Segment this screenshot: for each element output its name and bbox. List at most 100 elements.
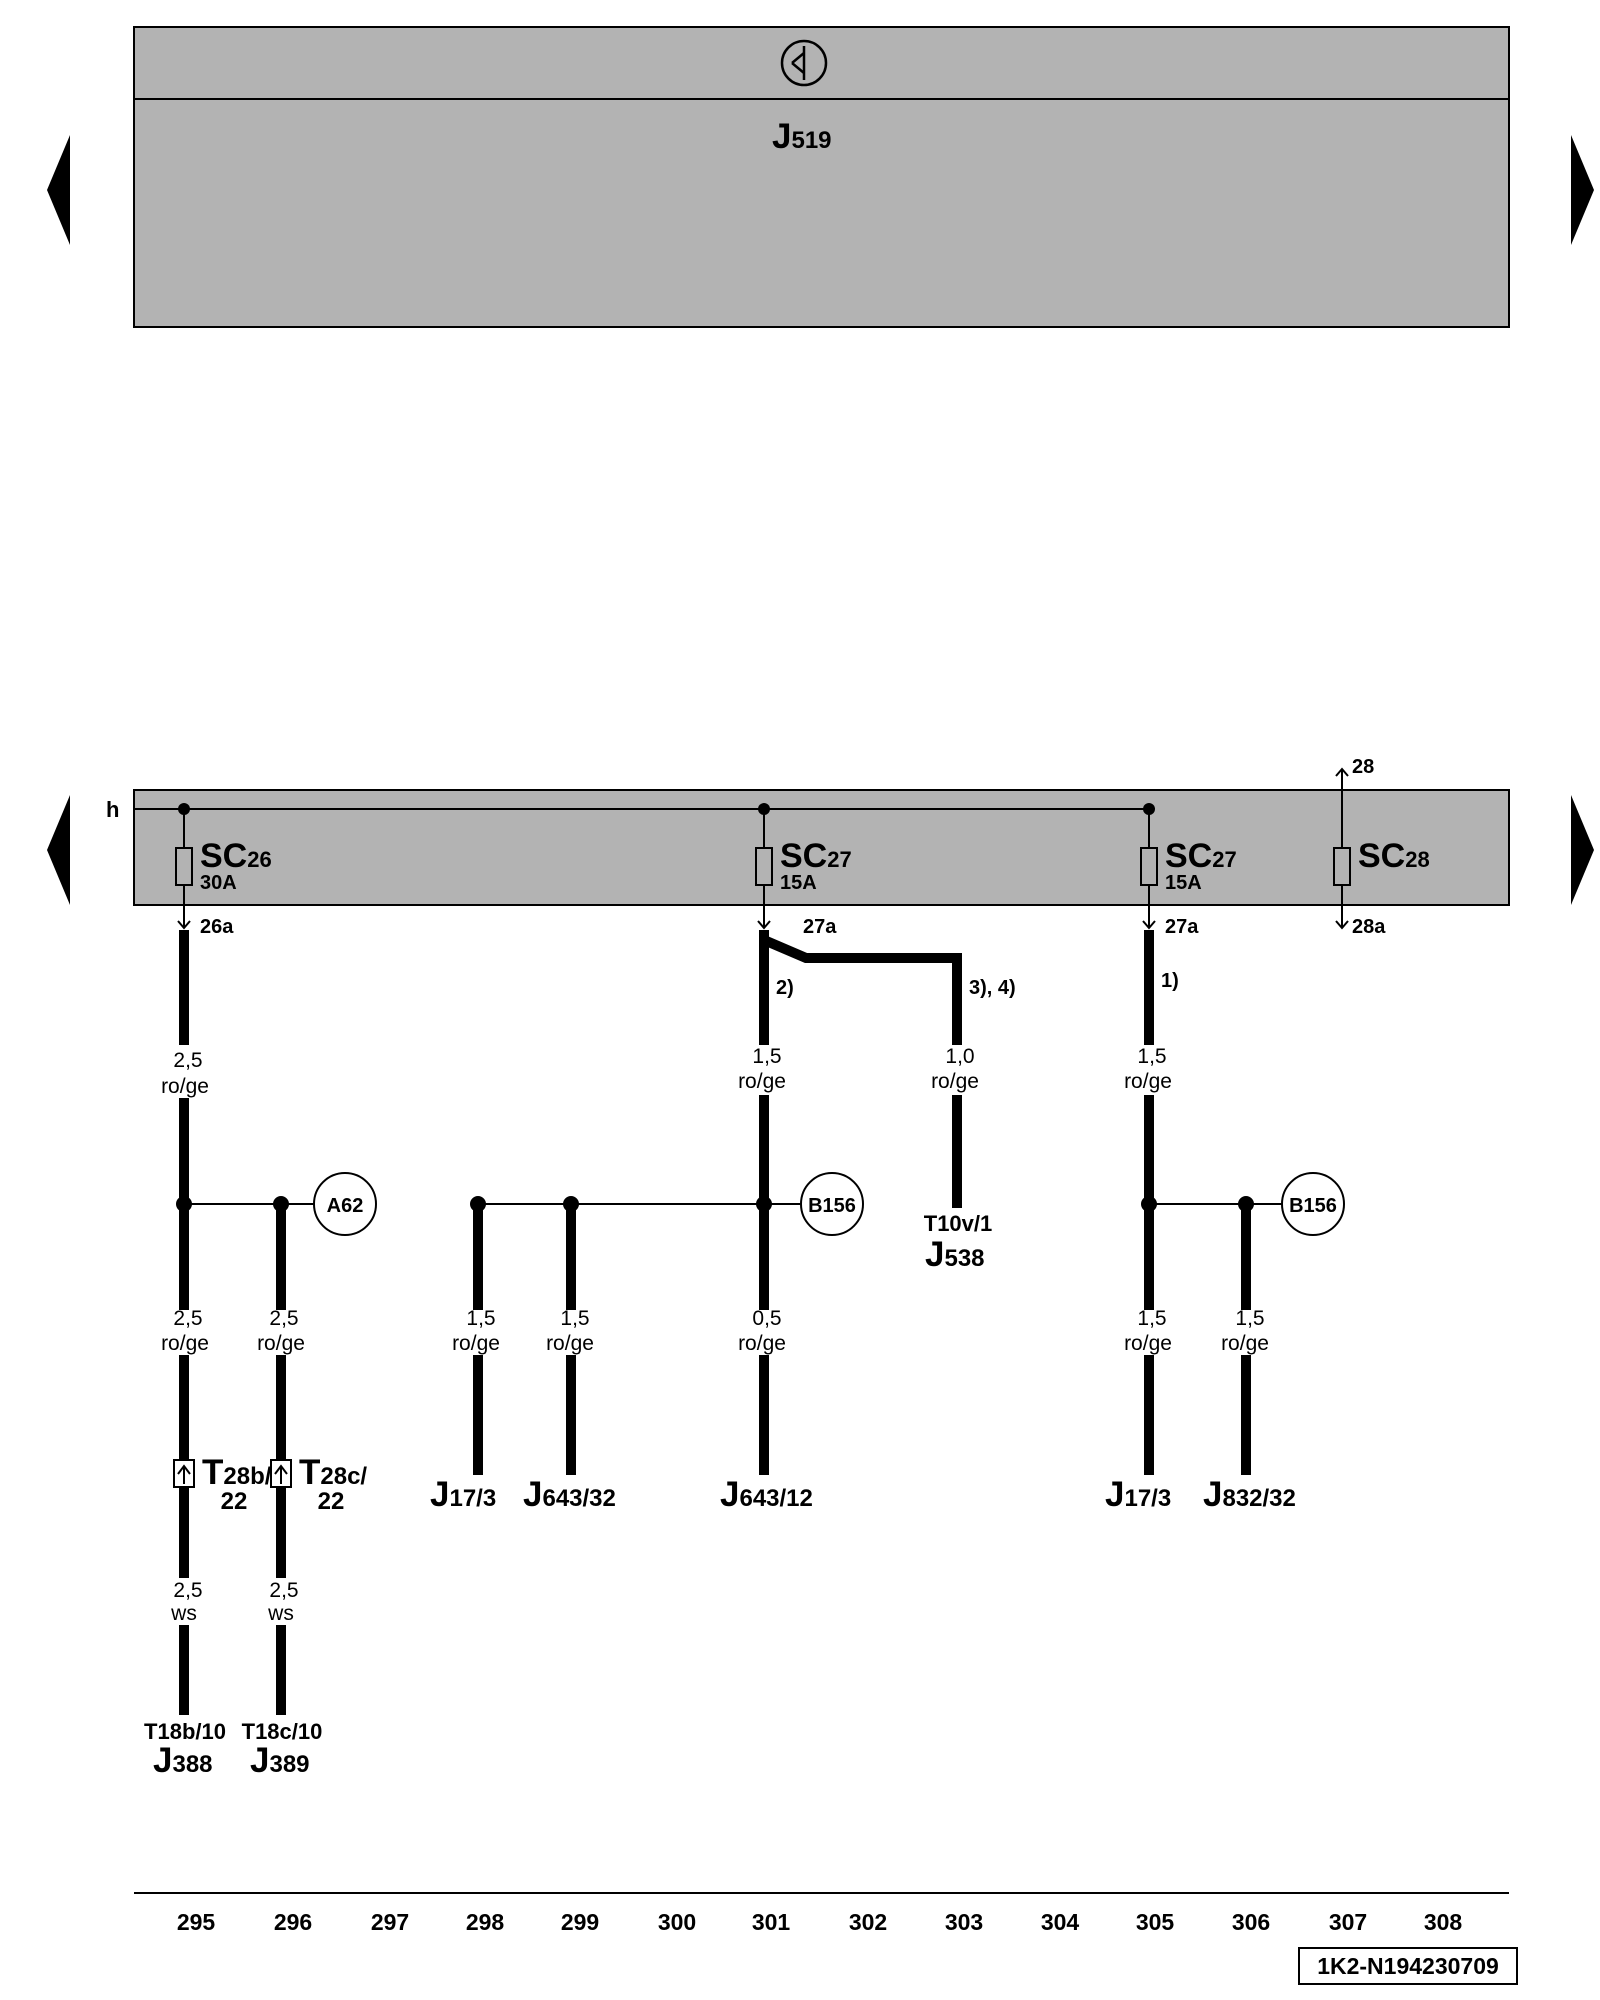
diagram-id: 1K2-N194230709	[1317, 1953, 1499, 1979]
component-letter: J	[1203, 1475, 1222, 1514]
component-letter: J	[430, 1475, 449, 1514]
component-letter: J	[925, 1235, 944, 1274]
column-number: 296	[274, 1909, 312, 1935]
connector-name: T	[202, 1453, 223, 1492]
wire-size: 1,5	[752, 1045, 781, 1068]
wire-color: ro/ge	[257, 1332, 305, 1355]
svg-text:J389: J389	[250, 1741, 310, 1780]
component-pin: T18b/10	[144, 1719, 226, 1744]
wire-color: ws	[170, 1602, 197, 1625]
connector-name: T	[299, 1453, 320, 1492]
splice-label: A62	[327, 1195, 364, 1217]
fuse-number: 26	[247, 847, 271, 872]
component-sub: 388	[172, 1751, 212, 1778]
wire-color: ro/ge	[1221, 1332, 1269, 1355]
svg-text:T28b/: T28b/	[202, 1453, 272, 1492]
fuse-top-terminal: 28	[1352, 756, 1374, 778]
next-page-arrow-icon[interactable]	[1571, 135, 1594, 245]
column-number: 300	[658, 1909, 696, 1935]
column-number: 301	[752, 1909, 791, 1935]
control-unit-symbol-icon	[780, 39, 828, 87]
footnote-3-4: 3), 4)	[969, 977, 1016, 999]
fuse-letter: SC	[780, 837, 827, 875]
splice-b156-b: B156	[1281, 1172, 1345, 1236]
svg-text:SC27: SC27	[1165, 837, 1237, 875]
fuse-sc27-a: SC27 15A 27a	[755, 809, 852, 938]
top-control-unit: J519	[133, 26, 1510, 328]
svg-text:J17/3: J17/3	[1105, 1475, 1171, 1514]
svg-text:J17/3: J17/3	[430, 1475, 496, 1514]
junction-dots	[176, 1196, 1254, 1212]
connector-pin: 22	[318, 1488, 345, 1515]
column-number: 297	[371, 1909, 409, 1935]
component-pin: T18c/10	[242, 1719, 323, 1744]
wire-size: 2,5	[173, 1049, 202, 1072]
fuse-terminal: 27a	[803, 916, 837, 938]
splice-label: B156	[1289, 1195, 1337, 1217]
wire-color: ro/ge	[1124, 1070, 1172, 1093]
next-page-arrow-icon-2[interactable]	[1571, 795, 1594, 905]
column-number: 302	[849, 1909, 887, 1935]
component-letter: J	[1105, 1475, 1124, 1514]
fuse-rating: 15A	[1165, 872, 1202, 894]
fuse-letter: SC	[1165, 837, 1212, 875]
column-number: 304	[1041, 1909, 1080, 1935]
component-sub: 538	[944, 1245, 984, 1272]
bus-label: h	[106, 797, 119, 822]
column-numbers: 295 296 297 298 299 300 301 302 303 304 …	[177, 1909, 1463, 1935]
wire-labels: 2,5 ro/ge 1,5 ro/ge 1,0 ro/ge 1,5 ro/ge …	[161, 1045, 1269, 1625]
unit-letter: J	[772, 117, 791, 156]
wire-color: ro/ge	[738, 1332, 786, 1355]
svg-text:J519: J519	[772, 117, 832, 156]
fuse-rating: 30A	[200, 872, 237, 894]
wire-color: ro/ge	[1124, 1332, 1172, 1355]
svg-text:SC26: SC26	[200, 837, 272, 875]
fuse-terminal: 27a	[1165, 916, 1199, 938]
svg-text:SC28: SC28	[1358, 837, 1430, 875]
wire-size: 1,0	[945, 1045, 974, 1068]
component-letter: J	[720, 1475, 739, 1514]
connector-pin: 22	[221, 1488, 248, 1515]
wire-color: ro/ge	[452, 1332, 500, 1355]
fuse-number: 28	[1405, 847, 1429, 872]
fuse-terminal: 26a	[200, 916, 234, 938]
component-sub: 17/3	[1124, 1485, 1171, 1512]
component-pin: T10v/1	[924, 1211, 993, 1236]
fuse-terminal: 28a	[1352, 916, 1386, 938]
wire-color: ro/ge	[931, 1070, 979, 1093]
wire-color: ro/ge	[161, 1075, 209, 1098]
control-unit-box	[133, 26, 1510, 328]
footnote-2: 2)	[776, 977, 794, 999]
svg-text:SC27: SC27	[780, 837, 852, 875]
wire-size: 1,5	[1137, 1045, 1166, 1068]
connector-t28c: T28c/ 22	[270, 1453, 367, 1515]
column-number: 295	[177, 1909, 216, 1935]
connector-sub: 28c/	[320, 1463, 367, 1490]
fuse-rating: 15A	[780, 872, 817, 894]
svg-text:J388: J388	[153, 1741, 213, 1780]
fuse-number: 27	[827, 847, 851, 872]
column-number: 303	[945, 1909, 983, 1935]
column-number: 306	[1232, 1909, 1270, 1935]
component-sub: 643/32	[542, 1485, 615, 1512]
wires	[179, 930, 1251, 1715]
prev-page-arrow-icon[interactable]	[47, 135, 70, 245]
column-number: 305	[1136, 1909, 1175, 1935]
column-number: 307	[1329, 1909, 1367, 1935]
svg-text:J643/32: J643/32	[523, 1475, 616, 1514]
column-number: 298	[466, 1909, 505, 1935]
splice-a62: A62	[313, 1172, 377, 1236]
footnote-1: 1)	[1161, 970, 1179, 992]
component-sub: 17/3	[449, 1485, 496, 1512]
svg-text:T28c/: T28c/	[299, 1453, 367, 1492]
diagram-id-box: 1K2-N194230709	[1298, 1947, 1518, 1985]
wire-size: 1,5	[466, 1307, 495, 1330]
wire-segment	[759, 930, 962, 1045]
prev-page-arrow-icon-2[interactable]	[47, 795, 70, 905]
component-sub: 643/12	[739, 1485, 812, 1512]
wire-size: 2,5	[173, 1307, 202, 1330]
svg-text:J643/12: J643/12	[720, 1475, 813, 1514]
wire-size: 1,5	[1137, 1307, 1166, 1330]
unit-sub: 519	[791, 127, 831, 154]
